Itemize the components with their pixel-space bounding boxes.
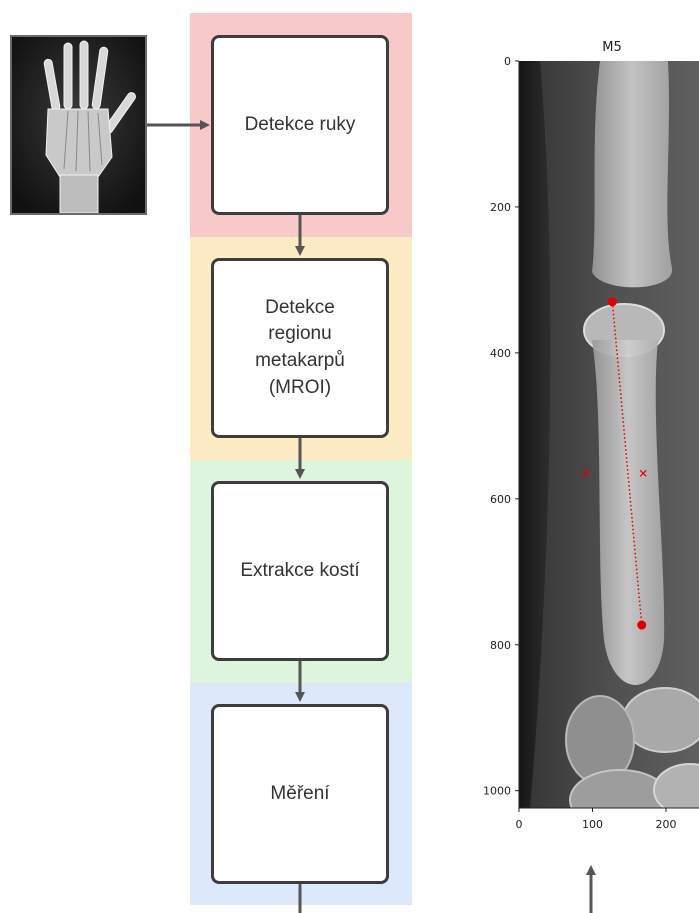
x-tick-label: 100 (582, 818, 603, 831)
y-tick-label: 600 (490, 493, 511, 506)
y-tick-label: 200 (490, 201, 511, 214)
endpoint-marker (608, 297, 617, 306)
x-tick-label: 200 (656, 818, 677, 831)
y-tick-label: 800 (490, 639, 511, 652)
plot-title: M5 (602, 40, 622, 55)
x-tick-label: 0 (516, 818, 523, 831)
x-axis: 0 100 200 (516, 808, 677, 831)
endpoint-marker (637, 621, 646, 630)
y-tick-label: 0 (504, 55, 511, 68)
y-tick-label: 1000 (483, 785, 511, 798)
y-tick-label: 400 (490, 347, 511, 360)
xray-image (519, 61, 699, 830)
y-axis: 0 200 400 600 800 1000 (483, 55, 519, 798)
